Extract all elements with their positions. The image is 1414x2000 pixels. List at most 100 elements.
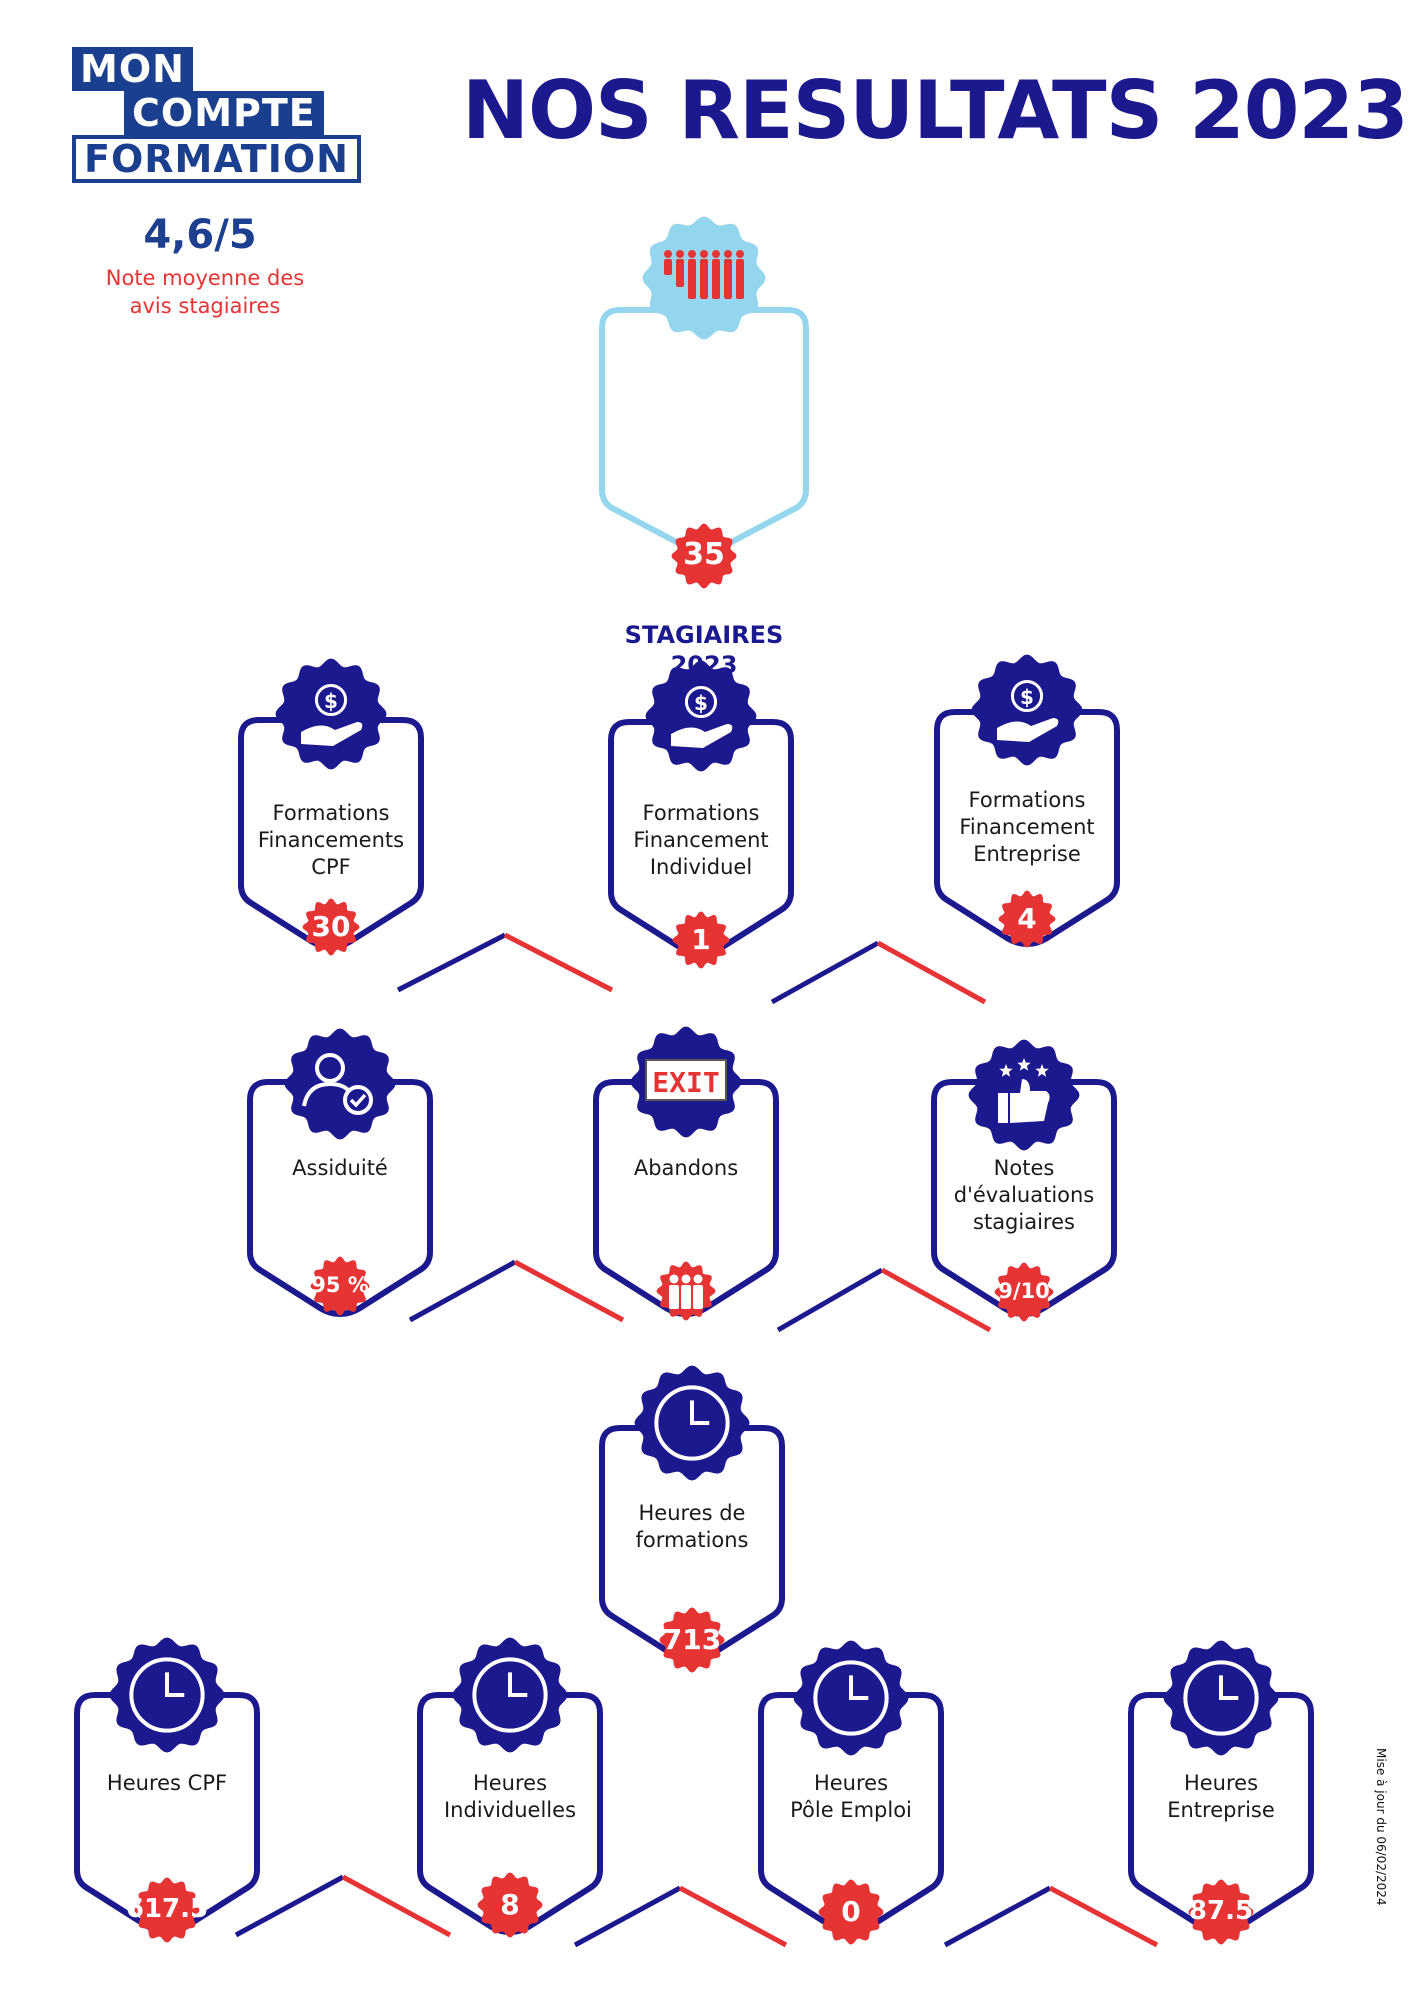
- logo-line-1: MON: [72, 47, 193, 91]
- value-badge: [671, 523, 737, 589]
- card-notes: [931, 1039, 1117, 1322]
- update-note-text: Mise à jour du 06/02/2024: [1374, 1748, 1388, 1906]
- rating-label-line-2: avis stagiaires: [129, 294, 281, 318]
- clock-hands-icon: [690, 1400, 710, 1425]
- connector-right: [341, 1874, 452, 1938]
- connector-right: [880, 1267, 992, 1333]
- person-icon: [688, 250, 696, 258]
- card-value-heures-individuelles: 8: [500, 1887, 520, 1921]
- person-body-icon: [669, 1285, 679, 1309]
- card-value-heures-entreprise: 87.5: [1188, 1895, 1254, 1926]
- user-body-icon: [302, 1081, 350, 1107]
- person-head-icon: [693, 1274, 703, 1284]
- card-entreprise: $: [934, 654, 1120, 948]
- star-icon: [999, 1064, 1013, 1077]
- connector-right: [1048, 1885, 1159, 1948]
- connector-right: [678, 1885, 788, 1948]
- dollar-icon: $: [694, 691, 708, 715]
- card-value-heures-cpf: 617.5: [125, 1893, 209, 1924]
- card-stagiaires: [599, 216, 809, 589]
- card-value-heures: 713: [662, 1622, 722, 1656]
- connector-left: [776, 1267, 884, 1333]
- card-frame: [599, 307, 809, 555]
- card-label-assiduite: Assiduité: [292, 1156, 388, 1180]
- connector-left: [396, 932, 507, 993]
- value-badge: [477, 1872, 543, 1938]
- value-badge: [998, 890, 1056, 948]
- card-value-notes: 9/10: [998, 1278, 1050, 1303]
- person-body-icon: [676, 271, 684, 287]
- person-icon: [724, 274, 732, 282]
- person-body-icon: [736, 283, 744, 299]
- card-heures-cpf: [74, 1637, 260, 1943]
- connector-left: [770, 940, 880, 1005]
- star-icon: [1035, 1064, 1049, 1077]
- card-heures-individuelles: [417, 1637, 603, 1938]
- card-value-cpf: 30: [311, 909, 351, 943]
- person-icon: [736, 274, 744, 282]
- value-badge: [134, 1877, 200, 1943]
- clock-hands-icon: [1219, 1675, 1239, 1700]
- clock-face-icon: [654, 1385, 730, 1461]
- person-icon: [712, 274, 720, 282]
- person-icon: [700, 250, 708, 258]
- card-individuel: $: [608, 660, 794, 969]
- exit-text-icon: EXIT: [652, 1066, 719, 1099]
- value-badge: [672, 911, 730, 969]
- person-head-icon: [681, 1274, 691, 1284]
- card-assiduite: [247, 1028, 433, 1317]
- clock-hands-icon: [508, 1672, 528, 1697]
- card-heures: [599, 1365, 785, 1673]
- card-value-assiduite: 95 %: [311, 1272, 369, 1297]
- value-badge: [818, 1879, 884, 1945]
- page-title: NOS RESULTATS 2023: [462, 64, 1409, 157]
- connector-right: [513, 1259, 625, 1323]
- person-icon: [724, 250, 732, 258]
- logo-line-3: FORMATION: [72, 135, 361, 183]
- clock-face-icon: [472, 1657, 548, 1733]
- connector-right: [503, 932, 614, 993]
- person-body-icon: [700, 283, 708, 299]
- value-badge: [310, 1256, 370, 1316]
- coin-icon: [314, 683, 348, 717]
- thumb-cuff-icon: [998, 1093, 1008, 1123]
- card-heures-entreprise: [1128, 1640, 1314, 1945]
- hand-icon: [671, 724, 733, 748]
- person-icon: [712, 250, 720, 258]
- connector-left: [573, 1885, 682, 1948]
- person-icon: [676, 250, 684, 258]
- person-icon: [712, 262, 720, 270]
- dollar-icon: $: [324, 689, 338, 713]
- mon-compte-formation-logo: MON COMPTE FORMATION: [72, 47, 361, 187]
- connector-left: [943, 1885, 1052, 1948]
- connector-left: [234, 1874, 345, 1938]
- exit-sign-frame: [645, 1059, 727, 1101]
- card-value-individuel: 1: [691, 922, 711, 956]
- clock-hands-icon: [849, 1675, 869, 1700]
- check-icon: [349, 1093, 367, 1108]
- clock-face-icon: [813, 1660, 889, 1736]
- value-badge: [659, 1607, 725, 1673]
- person-icon: [700, 262, 708, 270]
- value-badge: [994, 1262, 1054, 1322]
- card-value-heures-pole-emploi: 0: [841, 1894, 861, 1928]
- person-body-icon: [688, 283, 696, 299]
- coin-icon: [1010, 679, 1044, 713]
- star-icon: [1017, 1058, 1031, 1071]
- card-label-heures-cpf: Heures CPF: [106, 1771, 228, 1795]
- person-body-icon: [664, 259, 672, 275]
- person-icon: [736, 262, 744, 270]
- rating-label: Note moyenne des avis stagiaires: [90, 264, 320, 320]
- card-value-entreprise: 4: [1017, 901, 1037, 935]
- rating-label-line-1: Note moyenne des: [105, 266, 305, 290]
- clock-face-icon: [1183, 1660, 1259, 1736]
- person-icon: [688, 262, 696, 270]
- card-abandons: EXIT: [593, 1026, 779, 1321]
- logo-line-2: COMPTE: [124, 91, 324, 135]
- hand-icon: [997, 718, 1059, 742]
- clock-face-icon: [129, 1657, 205, 1733]
